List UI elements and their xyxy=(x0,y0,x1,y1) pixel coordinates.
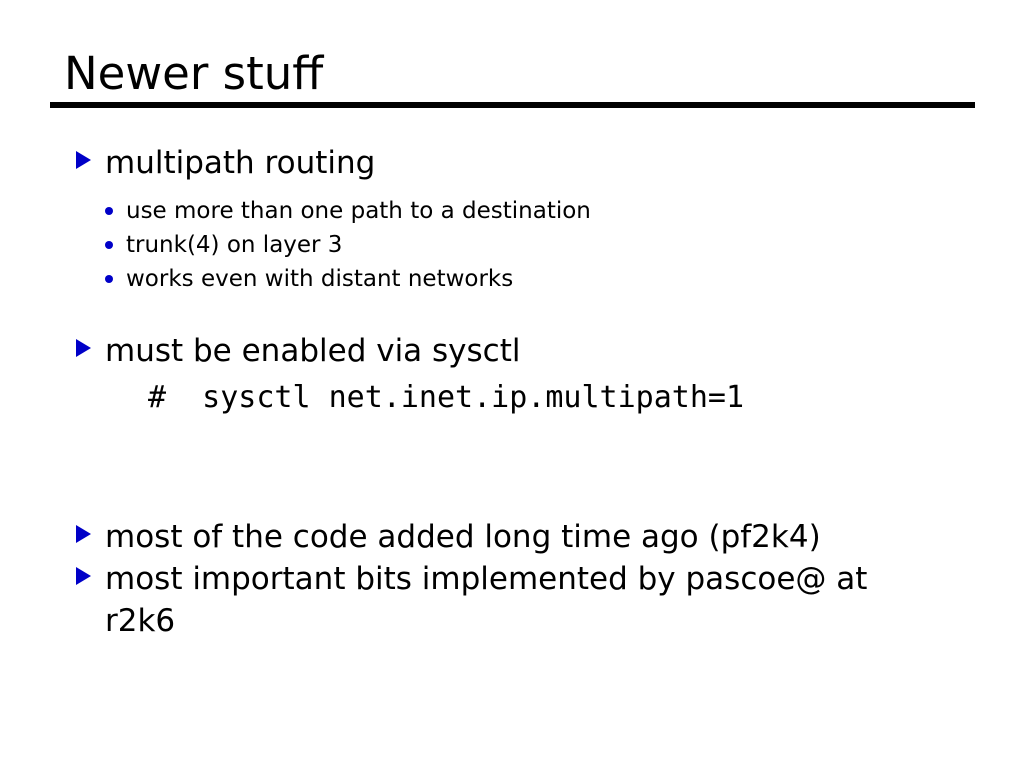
bullet-label: works even with distant networks xyxy=(126,266,514,292)
bullet-item-level1: most important bits implemented by pasco… xyxy=(0,558,940,642)
slide-body: multipath routing use more than one path… xyxy=(0,142,1024,642)
bullet-label: most of the code added long time ago (pf… xyxy=(105,519,821,555)
bullet-label: most important bits implemented by pasco… xyxy=(105,561,868,639)
bullet-item-level1: must be enabled via sysctl xyxy=(0,330,940,372)
bullet-label: use more than one path to a destination xyxy=(126,198,591,224)
triangle-bullet-icon xyxy=(76,516,100,558)
command-line-text: # sysctl net.inet.ip.multipath=1 xyxy=(148,380,745,415)
bullet-item-level2: works even with distant networks xyxy=(0,262,940,296)
bullet-item-level1: multipath routing xyxy=(0,142,940,184)
dot-bullet-icon xyxy=(105,228,113,262)
page-title: Newer stuff xyxy=(64,47,324,100)
dot-bullet-icon xyxy=(105,262,113,296)
triangle-bullet-icon xyxy=(76,330,100,372)
bullet-label: must be enabled via sysctl xyxy=(105,333,521,369)
title-divider xyxy=(50,102,975,108)
spacer xyxy=(0,184,1024,194)
bullet-item-level2: trunk(4) on layer 3 xyxy=(0,228,940,262)
triangle-bullet-icon xyxy=(76,558,100,600)
triangle-bullet-icon xyxy=(76,142,100,184)
bullet-label: multipath routing xyxy=(105,145,376,181)
bullet-label: trunk(4) on layer 3 xyxy=(126,232,343,258)
bullet-item-level1: most of the code added long time ago (pf… xyxy=(0,516,940,558)
dot-bullet-icon xyxy=(105,194,113,228)
bullet-item-level2: use more than one path to a destination xyxy=(0,194,940,228)
spacer xyxy=(0,296,1024,330)
spacer xyxy=(0,420,1024,516)
